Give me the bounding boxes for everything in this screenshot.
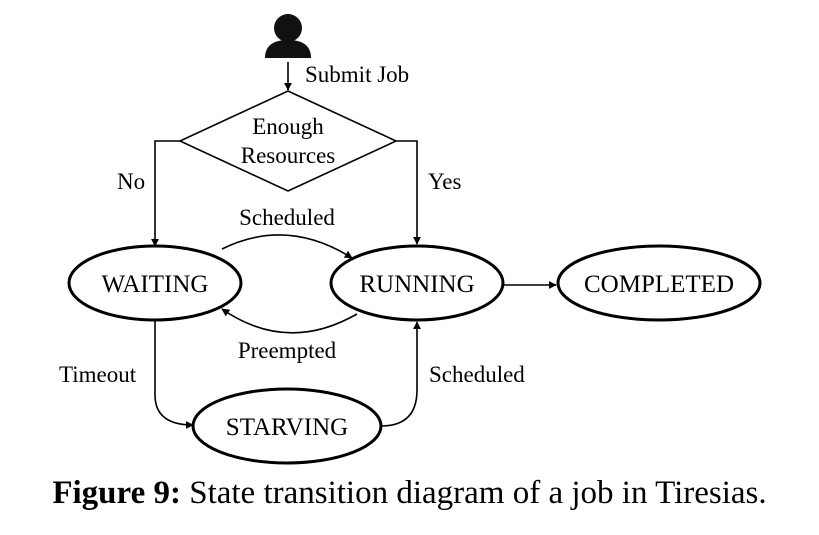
- scheduled-bottom-label: Scheduled: [429, 362, 525, 387]
- scheduled-top-label: Scheduled: [239, 205, 335, 230]
- figure-caption-text: State transition diagram of a job in Tir…: [189, 475, 767, 511]
- state-running-label: RUNNING: [359, 271, 474, 298]
- state-waiting-label: WAITING: [102, 271, 209, 298]
- decision-label-line2: Resources: [241, 143, 336, 168]
- figure-caption: Figure 9: State transition diagram of a …: [0, 475, 819, 512]
- state-starving-label: STARVING: [226, 414, 348, 441]
- timeout-label: Timeout: [59, 362, 137, 387]
- scheduled-bottom-arrow: [380, 321, 421, 427]
- preempted-arrow: [221, 308, 358, 334]
- state-waiting: [67, 244, 243, 322]
- decision-diamond: [178, 90, 398, 192]
- yes-label: Yes: [428, 169, 462, 194]
- submit-job-label: Submit Job: [305, 62, 409, 87]
- state-running: [329, 244, 505, 322]
- no-branch-arrow: [151, 140, 180, 247]
- yes-branch-arrow: [396, 140, 421, 245]
- user-icon: [265, 14, 311, 58]
- state-completed: [556, 244, 762, 322]
- preempted-label: Preempted: [238, 338, 337, 363]
- figure-label: Figure 9:: [52, 475, 181, 511]
- no-label: No: [117, 169, 145, 194]
- decision-label-line1: Enough: [252, 114, 324, 139]
- timeout-arrow: [154, 321, 194, 429]
- scheduled-top-arrow: [221, 234, 353, 259]
- state-completed-label: COMPLETED: [584, 271, 734, 298]
